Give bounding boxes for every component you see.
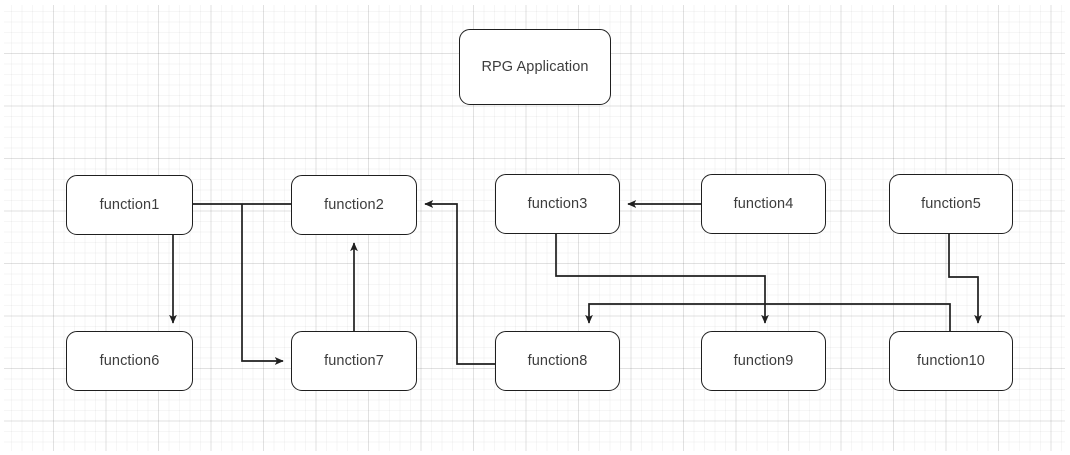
node-label: function3 (527, 196, 588, 212)
node-function2[interactable]: function2 (291, 175, 417, 235)
node-label: function7 (324, 353, 384, 369)
node-function10[interactable]: function10 (889, 331, 1013, 391)
node-label: function5 (921, 196, 981, 212)
node-function1[interactable]: function1 (66, 175, 193, 235)
node-label: function1 (99, 197, 160, 213)
node-label: RPG Application (481, 59, 589, 75)
edge-function1-to-function7 (241, 204, 284, 365)
edge-function3-to-function9 (555, 234, 769, 324)
node-label: function4 (733, 196, 794, 212)
node-function6[interactable]: function6 (66, 331, 193, 391)
node-label: function10 (917, 353, 985, 369)
node-label: function6 (99, 353, 160, 369)
node-function7[interactable]: function7 (291, 331, 417, 391)
node-function5[interactable]: function5 (889, 174, 1013, 234)
node-rpg-application[interactable]: RPG Application (459, 29, 611, 105)
node-function4[interactable]: function4 (701, 174, 826, 234)
edge-function8-to-function2 (424, 200, 495, 365)
node-function9[interactable]: function9 (701, 331, 826, 391)
node-function8[interactable]: function8 (495, 331, 620, 391)
node-function3[interactable]: function3 (495, 174, 620, 234)
edge-function5-to-function10 (948, 234, 982, 324)
node-label: function9 (733, 353, 794, 369)
node-label: function8 (527, 353, 588, 369)
node-label: function2 (324, 197, 384, 213)
edge-function10-to-function8 (585, 303, 951, 331)
